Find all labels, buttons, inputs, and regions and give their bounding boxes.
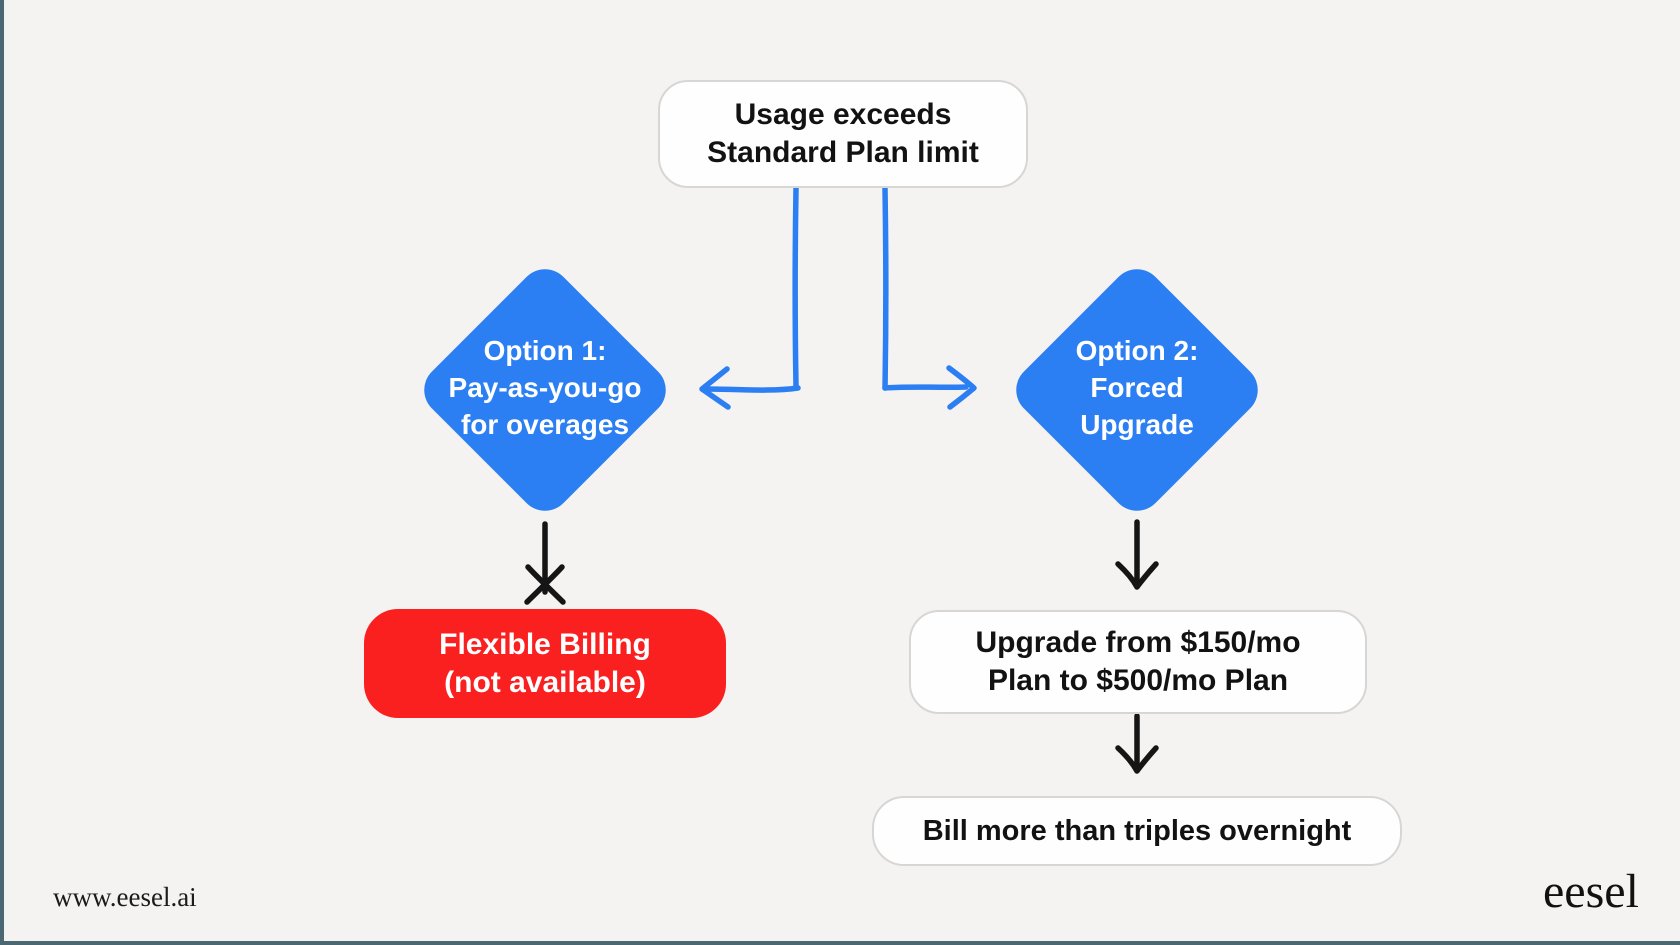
node-usage-exceeds-line1: Usage exceeds (734, 98, 952, 131)
node-bill-triples: Bill more than triples overnight (872, 796, 1402, 866)
connector-start-to-option1-arrow (699, 185, 801, 410)
option2-line3: Upgrade (1080, 409, 1194, 440)
connector-upgrade-to-bill-arrow (1115, 713, 1159, 774)
frame-left-edge (0, 0, 4, 945)
frame-bottom-edge (0, 941, 1680, 945)
upgrade-plan-line2: Plan to $500/mo Plan (987, 664, 1289, 697)
bill-triples-line1: Bill more than triples overnight (922, 815, 1352, 847)
option1-line2: Pay-as-you-go (448, 372, 642, 403)
option2-diamond-label: Option 2: Forced Upgrade (987, 332, 1287, 443)
connector-option1-to-flexible-blocked-arrow (524, 521, 566, 605)
footer-website-url: www.eesel.ai (53, 882, 197, 912)
node-usage-exceeds-line2: Standard Plan limit (707, 136, 979, 169)
node-flexible-billing: Flexible Billing (not available) (364, 609, 726, 718)
flexible-billing-line2: (not available) (444, 665, 646, 699)
option2-line1: Option 2: (1075, 335, 1199, 366)
option1-diamond-label: Option 1: Pay-as-you-go for overages (395, 332, 695, 443)
node-usage-exceeds: Usage exceeds Standard Plan limit (658, 80, 1028, 188)
option2-line2: Forced (1090, 372, 1184, 403)
connector-option2-to-upgrade-arrow (1115, 519, 1159, 590)
node-upgrade-plan: Upgrade from $150/mo Plan to $500/mo Pla… (909, 610, 1367, 714)
eesel-logo: eesel (1543, 865, 1639, 918)
option1-line1: Option 1: (483, 335, 607, 366)
connector-start-to-option2-arrow (882, 185, 977, 410)
option1-line3: for overages (460, 409, 630, 440)
upgrade-plan-line1: Upgrade from $150/mo (975, 626, 1301, 659)
flexible-billing-line1: Flexible Billing (439, 627, 651, 661)
